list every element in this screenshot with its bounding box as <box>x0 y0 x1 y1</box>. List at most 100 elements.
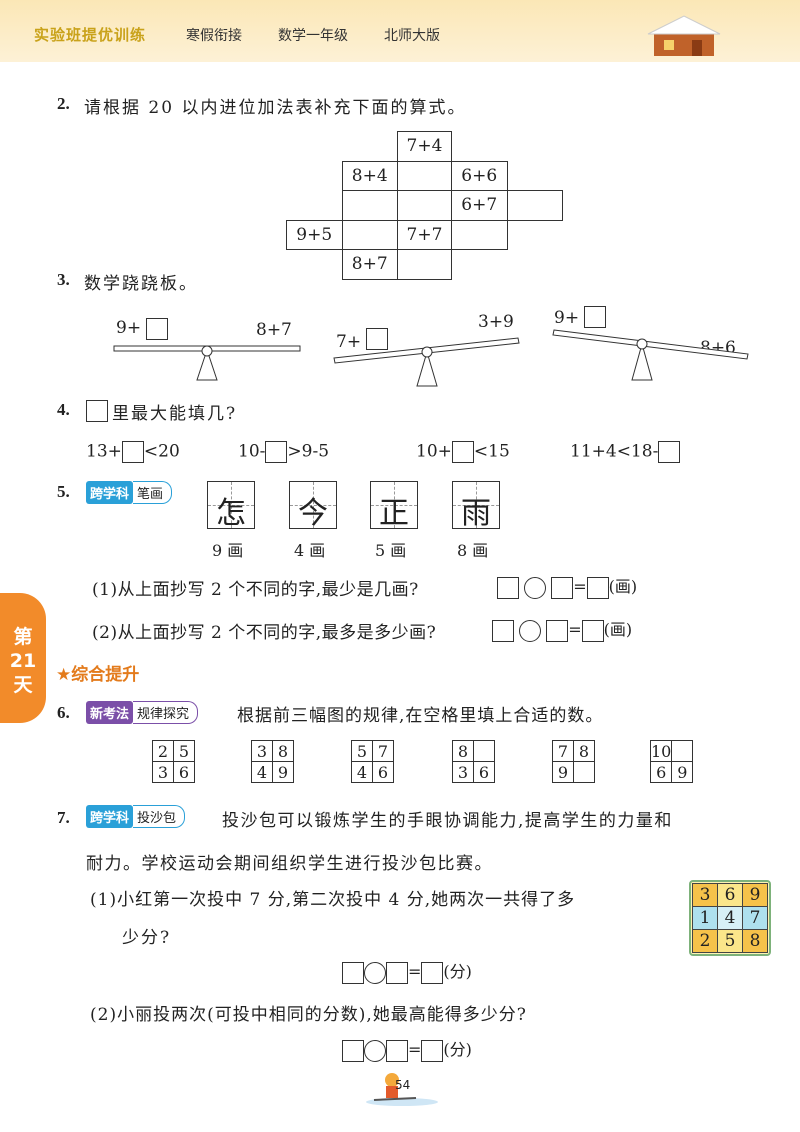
topic-badge: 投沙包 <box>133 805 186 828</box>
seesaw-right-expression: 3+9 <box>478 312 514 332</box>
table-cell[interactable] <box>506 190 563 221</box>
q7-text-line2: 耐力。学校运动会期间组织学生进行投沙包比赛。 <box>86 854 493 874</box>
q4-item-3: 10+ <15 <box>416 441 510 463</box>
q4-item-suffix: <15 <box>473 441 510 462</box>
seesaw-1: 9+ 8+7 <box>112 318 302 384</box>
answer-box[interactable] <box>121 441 144 463</box>
answer-box[interactable] <box>581 619 604 642</box>
answer-box[interactable] <box>342 961 364 984</box>
answer-box[interactable] <box>366 328 388 350</box>
q6-number: 6. <box>57 703 70 722</box>
seesaw-board-icon <box>113 345 301 381</box>
q7-sub1-equation: =(分) <box>342 958 472 984</box>
q6-text: 根据前三幅图的规律,在空格里填上合适的数。 <box>237 706 604 726</box>
table-cell: 9+5 <box>286 219 343 250</box>
answer-box[interactable] <box>146 318 168 340</box>
seesaw-board-icon <box>333 337 520 387</box>
q7-sub1-text-cont: 少分? <box>122 928 172 948</box>
stroke-count: 4 画 <box>294 541 326 560</box>
table-cell[interactable] <box>397 249 452 280</box>
table-cell[interactable] <box>341 219 398 250</box>
answer-box[interactable] <box>492 619 514 642</box>
q7-number: 7. <box>57 808 70 827</box>
seesaw-2: 7+ 3+9 <box>332 312 522 388</box>
answer-box[interactable] <box>421 1039 444 1062</box>
q4-item-suffix: >9-5 <box>287 441 330 462</box>
unit-label: (画) <box>608 577 638 596</box>
operator-circle[interactable] <box>519 619 542 642</box>
answer-box[interactable] <box>421 961 444 984</box>
table-cell: 8+4 <box>341 160 398 191</box>
blank-cell[interactable] <box>671 740 694 762</box>
q4-item-prefix: 11+4<18- <box>570 441 659 462</box>
stroke-count: 5 画 <box>375 541 407 560</box>
table-cell[interactable] <box>341 190 398 221</box>
answer-box[interactable] <box>342 1039 364 1062</box>
character: 今 <box>298 496 328 531</box>
subject-badge: 跨学科 <box>86 481 134 504</box>
unit-label: (分) <box>443 1040 472 1059</box>
table-cell[interactable] <box>397 190 452 221</box>
character: 正 <box>379 496 409 531</box>
answer-box[interactable] <box>386 1039 408 1062</box>
q7-sub1-text: (1)小红第一次投中 7 分,第二次投中 4 分,她两次一共得了多 <box>90 890 576 910</box>
table-cell: 7+4 <box>397 131 452 162</box>
seesaw-right-expression: 8+7 <box>256 320 292 340</box>
answer-box[interactable] <box>546 619 569 642</box>
seesaw-left-expression: 9+ <box>554 308 580 328</box>
operator-circle[interactable] <box>524 576 547 599</box>
q4-item-suffix: <20 <box>143 441 180 462</box>
table-cell: 7+7 <box>397 219 452 250</box>
character: 雨 <box>461 496 491 531</box>
page-number: 54 <box>395 1078 411 1092</box>
book-title: 实验班提优训练 <box>34 26 147 44</box>
topic-badge: 笔画 <box>133 481 173 504</box>
seesaw-left-expression: 9+ <box>116 318 142 338</box>
seesaw-3: 9+ 8+6 <box>552 304 752 384</box>
header-subtitle-3: 北师大版 <box>384 28 440 44</box>
blank-cell[interactable] <box>573 761 595 783</box>
answer-box[interactable] <box>451 441 474 463</box>
q4-item-prefix: 13+ <box>86 441 122 462</box>
answer-box[interactable] <box>551 576 574 599</box>
table-cell: 6+6 <box>451 160 508 191</box>
q5-sub1-equation: =(画) <box>497 573 637 599</box>
q2-number: 2. <box>57 94 70 113</box>
day-label: 第21天 <box>9 626 37 696</box>
q7-badge: 跨学科投沙包 <box>86 805 186 828</box>
q4-item-2: 10->9-5 <box>238 441 329 463</box>
answer-box[interactable] <box>658 441 681 463</box>
answer-box[interactable] <box>265 441 288 463</box>
section-title: ★综合提升 <box>56 665 140 685</box>
q4-item-prefix: 10+ <box>416 441 452 462</box>
q2-addition-table: 7+4 8+4 6+6 6+7 9+5 7+7 8+7 <box>286 131 563 280</box>
unit-label: (画) <box>603 620 633 639</box>
q5-sub1-text: (1)从上面抄写 2 个不同的字,最少是几画? <box>92 580 419 600</box>
answer-box[interactable] <box>586 576 609 599</box>
q5-sub2-text: (2)从上面抄写 2 个不同的字,最多是多少画? <box>92 623 437 643</box>
q4-text: 里最大能填几? <box>112 404 238 424</box>
answer-box[interactable] <box>386 961 408 984</box>
answer-box[interactable] <box>497 576 519 599</box>
table-cell[interactable] <box>397 160 452 191</box>
character: 怎 <box>216 496 246 531</box>
answer-box-icon <box>86 400 108 422</box>
star-icon: ★ <box>56 665 72 685</box>
character-grid: 正 <box>370 481 418 531</box>
character-grid: 怎 <box>207 481 255 531</box>
q4-item-1: 13+ <20 <box>86 441 180 463</box>
operator-circle[interactable] <box>364 1039 386 1062</box>
table-cell[interactable] <box>451 219 508 250</box>
blank-cell[interactable] <box>473 740 495 762</box>
q3-text: 数学跷跷板。 <box>84 274 198 294</box>
operator-circle[interactable] <box>364 961 386 984</box>
answer-box[interactable] <box>584 306 606 328</box>
table-cell: 6+7 <box>451 190 508 221</box>
q5-sub2-equation: =(画) <box>492 616 632 642</box>
character-grid: 雨 <box>452 481 500 531</box>
